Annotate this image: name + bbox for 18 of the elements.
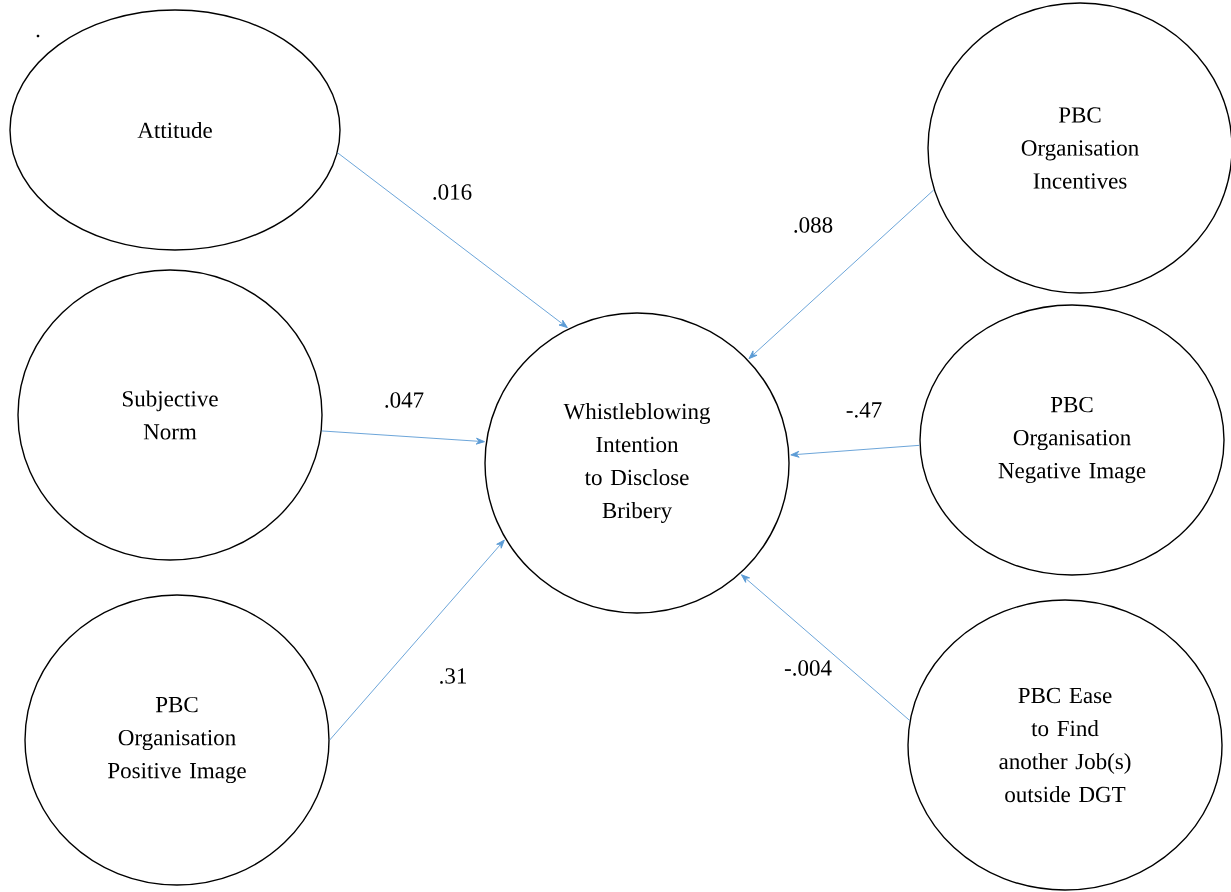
ellipse-node: PBC Organisation Positive Image xyxy=(24,594,330,886)
edge-label: -.47 xyxy=(844,401,884,419)
arrow xyxy=(748,189,935,360)
ellipse-node: PBC Ease to Find another Job(s) outside DGT xyxy=(907,599,1223,891)
arrow xyxy=(321,430,485,445)
arrow xyxy=(740,574,911,721)
arrow xyxy=(790,444,920,458)
ellipse-node: Subjective Norm xyxy=(17,269,323,561)
arrow xyxy=(329,539,505,741)
edge-label: .047 xyxy=(382,391,426,409)
ellipse-node: PBC Organisation Negative Image xyxy=(919,304,1225,576)
ellipse-node: Whistleblowing Intention to Disclose Bribery xyxy=(484,312,790,614)
note-mark: . xyxy=(36,34,40,38)
edge-label: -.004 xyxy=(783,659,833,677)
edge-label: .088 xyxy=(791,216,835,234)
edge-label: .016 xyxy=(430,183,474,201)
edge-label: .31 xyxy=(437,667,469,685)
arrow xyxy=(337,152,568,329)
